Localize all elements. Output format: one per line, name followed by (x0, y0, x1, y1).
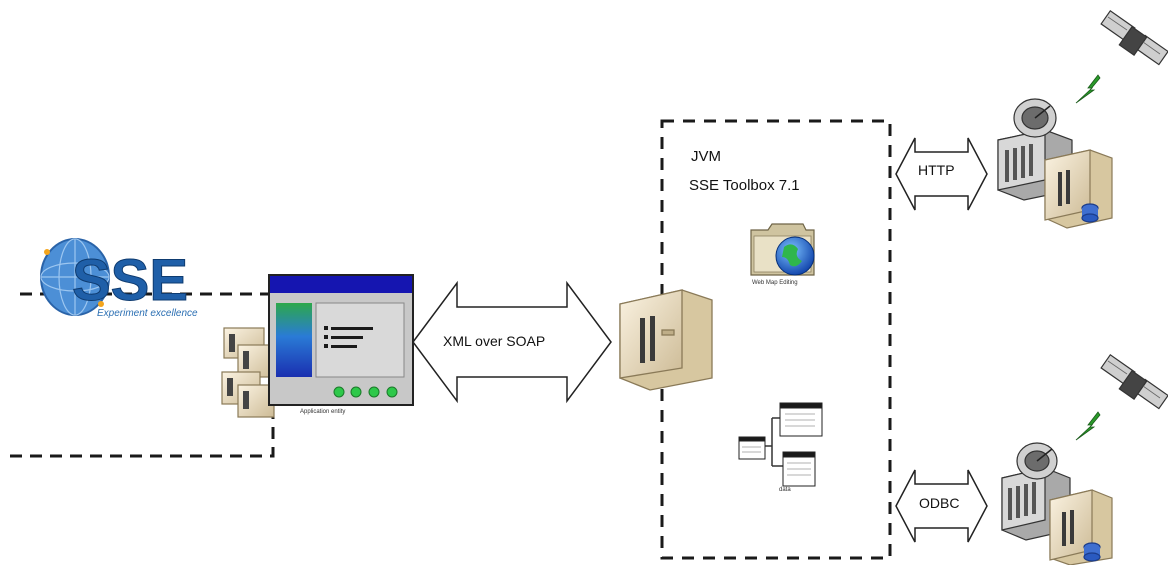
satellite-icon (1100, 354, 1168, 410)
jvm-label: JVM (691, 148, 721, 165)
database-server-icon (1044, 149, 1113, 229)
sse-logo-icon: SSE (40, 238, 189, 316)
server-icon (619, 289, 713, 391)
http-label: HTTP (918, 162, 955, 178)
globe-folder-icon (750, 223, 815, 276)
xml-over-soap-label: XML over SOAP (443, 333, 546, 349)
lightning-icon (1075, 411, 1101, 441)
tree-diagram-icon (738, 402, 823, 487)
satellite-icon (1100, 10, 1168, 66)
web-caption: Web Map Editing (752, 280, 798, 286)
odbc-label: ODBC (919, 495, 960, 511)
tree-caption: data (779, 487, 791, 493)
server-rack-icon (221, 327, 275, 418)
logo-text: SSE (72, 248, 188, 313)
soap-double-arrow (412, 280, 612, 404)
app-caption: Application entity (300, 409, 346, 415)
toolbox-label: SSE Toolbox 7.1 (689, 177, 800, 194)
logo-tagline: Experiment excellence (97, 308, 198, 319)
database-server-icon (1049, 489, 1113, 565)
application-window-icon (268, 274, 414, 406)
jvm-boundary (660, 119, 892, 560)
odbc-double-arrow (895, 469, 988, 543)
http-double-arrow (895, 137, 988, 211)
lightning-icon (1075, 74, 1101, 104)
